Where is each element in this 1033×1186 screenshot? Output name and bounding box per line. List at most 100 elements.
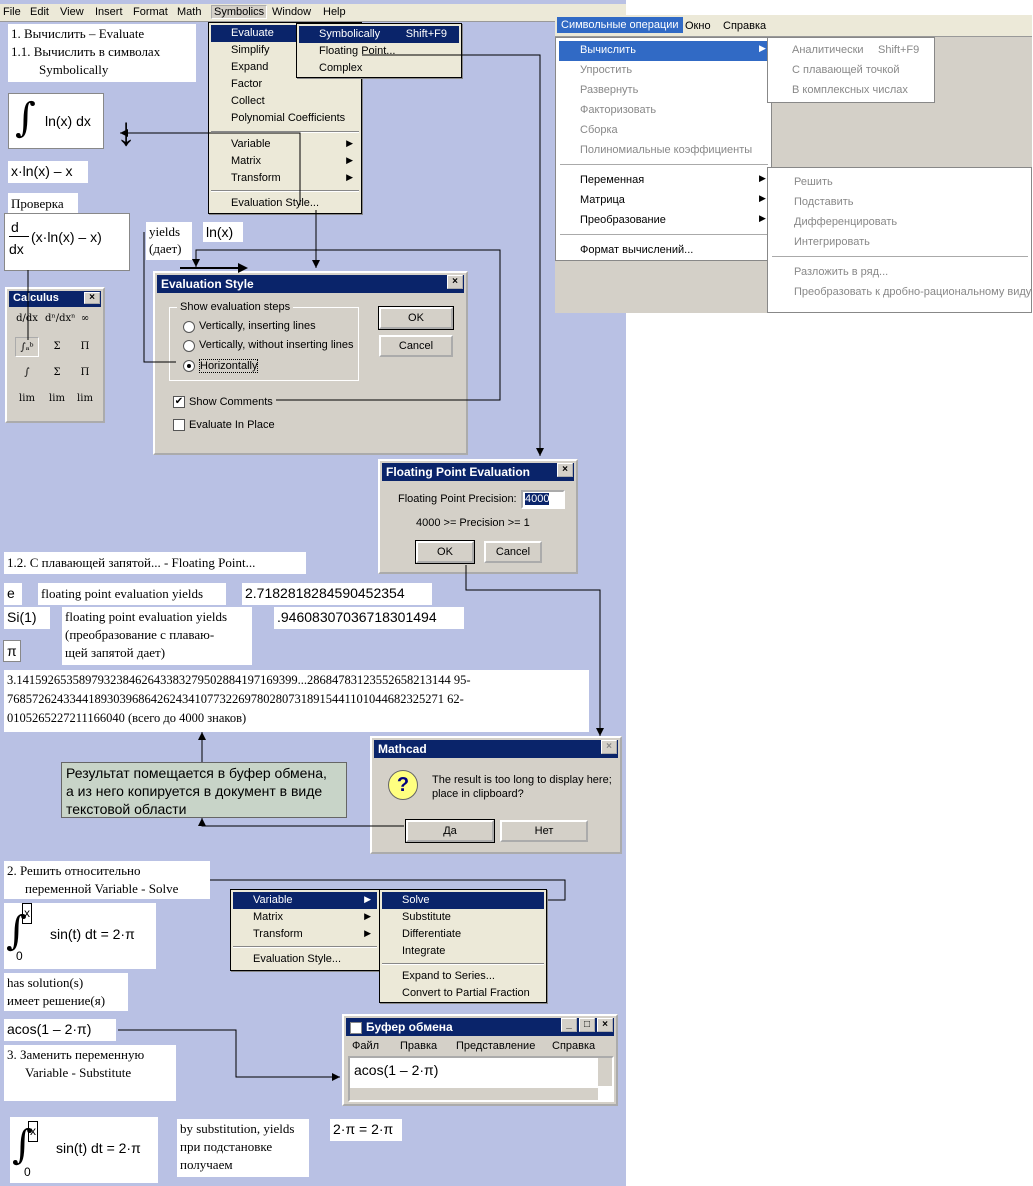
menu-item-expand-series[interactable]: Expand to Series... [402, 970, 495, 982]
definite-integral-button[interactable]: ∫ₐᵇ [15, 337, 39, 357]
subs-integral[interactable]: ∫ x 0 sin(t) dt = 2·π [10, 1117, 158, 1183]
menu-item-polynomial[interactable]: Polynomial Coefficients [231, 112, 346, 124]
ru-item-differentiate[interactable]: Дифференцировать [794, 216, 898, 228]
close-icon[interactable]: × [84, 292, 100, 304]
menu-item-factor[interactable]: Factor [231, 78, 263, 90]
close-icon[interactable]: × [447, 275, 463, 289]
ru-item-series[interactable]: Разложить в ряд... [794, 266, 889, 278]
clip-menu-edit[interactable]: Правка [400, 1040, 438, 1052]
menu-item-matrix[interactable]: Matrix▶ [233, 909, 377, 926]
menu-window[interactable]: Window [272, 6, 312, 18]
range-sum-button[interactable]: Σ [53, 367, 61, 378]
range-product-button[interactable]: Π [80, 367, 90, 378]
clip-menu-view[interactable]: Представление [456, 1040, 536, 1052]
maximize-icon[interactable]: □ [579, 1018, 595, 1032]
product-button[interactable]: Π [80, 341, 90, 352]
ru-item-polynomial[interactable]: Полиномиальные коэффициенты [580, 144, 753, 156]
ru-item-solve[interactable]: Решить [794, 176, 833, 188]
menu-insert[interactable]: Insert [95, 6, 123, 18]
ru-item-evaluate[interactable]: Вычислить [580, 44, 636, 56]
solve-integral[interactable]: ∫ x 0 sin(t) dt = 2·π [4, 903, 156, 969]
cancel-button[interactable]: Cancel [484, 541, 542, 563]
minimize-icon[interactable]: _ [561, 1018, 577, 1032]
ru-item-partial-fraction[interactable]: Преобразовать к дробно-рациональному вид… [794, 286, 1032, 298]
menu-file[interactable]: File [3, 6, 21, 18]
ru-item-matrix[interactable]: Матрица [580, 194, 625, 206]
close-icon[interactable]: × [557, 463, 573, 477]
ru-menu-help[interactable]: Справка [723, 20, 767, 32]
menu-item-transform[interactable]: Transform▶ [211, 170, 359, 187]
menu-item-evaluation-style[interactable]: Evaluation Style... [253, 953, 342, 965]
ru-item-float[interactable]: С плавающей точкой [792, 64, 900, 76]
ru-item-variable[interactable]: Переменная [580, 174, 645, 186]
radio-vertical-inserting[interactable] [183, 321, 195, 333]
menu-item-floating-point[interactable]: Floating Point... [319, 45, 396, 57]
ru-item-complex[interactable]: В комплексных числах [792, 84, 908, 96]
pi-expression[interactable]: π [3, 640, 21, 662]
derivative-button[interactable]: d/dx [16, 313, 38, 324]
ru-item-symbolic[interactable]: Аналитически [792, 44, 864, 56]
integral-region[interactable]: ∫ ln(x) dx [8, 93, 104, 149]
menu-item-partial-fraction[interactable]: Convert to Partial Fraction [402, 987, 530, 999]
question-icon: ? [388, 770, 418, 800]
ru-item-factor[interactable]: Факторизовать [580, 104, 657, 116]
ru-item-collect[interactable]: Сборка [580, 124, 618, 136]
ru-item-integrate[interactable]: Интегрировать [794, 236, 870, 248]
menu-view[interactable]: View [60, 6, 84, 18]
clip-menu-help[interactable]: Справка [552, 1040, 596, 1052]
yes-button[interactable]: Да [405, 819, 495, 843]
menu-item-differentiate[interactable]: Differentiate [402, 928, 462, 940]
ru-item-substitute[interactable]: Подставить [794, 196, 854, 208]
menu-item-matrix[interactable]: Matrix▶ [211, 153, 359, 170]
limit-button[interactable]: lim [19, 393, 35, 404]
menu-item-variable[interactable]: Variable▶ [233, 892, 377, 909]
menu-help[interactable]: Help [323, 6, 346, 18]
menu-format[interactable]: Format [133, 6, 168, 18]
h-scrollbar[interactable] [350, 1088, 598, 1100]
sum-button[interactable]: Σ [53, 341, 61, 352]
menu-item-collect[interactable]: Collect [231, 95, 265, 107]
left-limit-button[interactable]: lim [77, 393, 93, 404]
menu-item-expand[interactable]: Expand [231, 61, 269, 73]
no-button[interactable]: Нет [500, 820, 588, 842]
fpe-yields-ru-2: щей запятой дает) [65, 645, 166, 660]
menu-item-complex[interactable]: Complex [319, 62, 363, 74]
right-limit-button[interactable]: lim [49, 393, 65, 404]
indefinite-integral-button[interactable]: ∫ [24, 367, 30, 378]
chevron-right-icon: ▶ [364, 928, 371, 938]
menu-math[interactable]: Math [177, 6, 202, 18]
ru-item-eval-format[interactable]: Формат вычислений... [580, 244, 694, 256]
cancel-button[interactable]: Cancel [379, 335, 453, 357]
menu-symbolics[interactable]: Symbolics [211, 5, 268, 19]
ok-button[interactable]: OK [415, 540, 475, 564]
precision-input[interactable]: 4000 [521, 490, 565, 509]
menu-item-variable[interactable]: Variable▶ [211, 136, 359, 153]
menu-item-substitute[interactable]: Substitute [402, 911, 451, 923]
radio-vertical-no-insert[interactable] [183, 340, 195, 352]
ru-item-simplify[interactable]: Упростить [580, 64, 633, 76]
radio-horizontally[interactable] [183, 360, 195, 372]
menu-item-integrate[interactable]: Integrate [402, 945, 446, 957]
infinity-button[interactable]: ∞ [80, 313, 90, 324]
derivative-region[interactable]: d dx (x·ln(x) – x) [4, 213, 130, 271]
ru-item-transform[interactable]: Преобразование [580, 214, 666, 226]
scrollbar[interactable] [598, 1058, 612, 1086]
nth-derivative-button[interactable]: dⁿ/dxⁿ [45, 313, 76, 324]
menu-edit[interactable]: Edit [30, 6, 49, 18]
menu-item-solve[interactable]: Solve [382, 892, 544, 909]
clipboard-content[interactable]: acos(1 – 2·π) [348, 1056, 614, 1102]
ru-item-expand[interactable]: Развернуть [580, 84, 639, 96]
menu-item-evaluate-label: Evaluate [231, 27, 274, 39]
menu-item-simplify[interactable]: Simplify [231, 44, 270, 56]
close-icon[interactable]: × [597, 1018, 613, 1032]
ru-menu-symbolics[interactable]: Символьные операции [557, 17, 683, 33]
ru-menu-window-item[interactable]: Окно [685, 20, 711, 32]
clip-menu-file[interactable]: Файл [352, 1040, 380, 1052]
evaluate-in-place-checkbox[interactable] [173, 419, 185, 431]
menu-item-transform[interactable]: Transform▶ [233, 926, 377, 943]
menu-item-evaluation-style[interactable]: Evaluation Style... [231, 197, 320, 209]
menu-separator [772, 256, 1028, 257]
ok-button[interactable]: OK [378, 306, 454, 330]
show-comments-checkbox[interactable]: ✔ [173, 396, 185, 408]
